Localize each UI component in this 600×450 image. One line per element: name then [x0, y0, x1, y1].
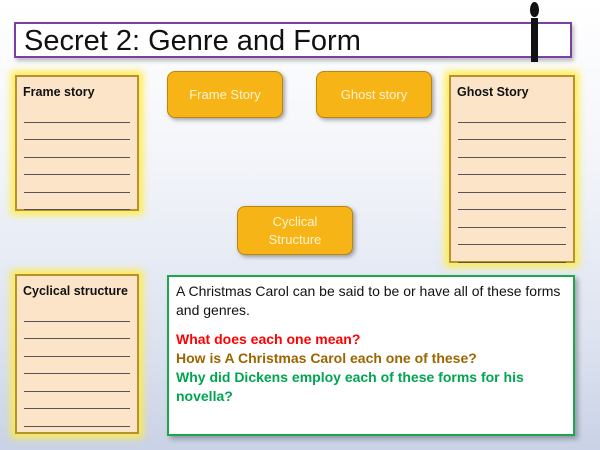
writing-line	[458, 245, 566, 263]
writing-lines	[24, 304, 130, 427]
info-box: A Christmas Carol can be said to be or h…	[167, 275, 575, 436]
writing-line	[458, 228, 566, 245]
writing-line	[24, 158, 130, 175]
writing-line	[24, 392, 130, 409]
question-meaning: What does each one mean?	[176, 331, 361, 347]
writing-line	[458, 193, 566, 210]
pill-frame-story: Frame Story	[167, 71, 283, 118]
writing-line	[24, 374, 130, 392]
writing-lines	[24, 105, 130, 210]
info-intro: A Christmas Carol can be said to be or h…	[176, 283, 561, 318]
question-how: How is A Christmas Carol each one of the…	[176, 350, 477, 366]
pill-cyclical-structure: Cyclical Structure	[237, 206, 353, 255]
writing-line	[458, 140, 566, 158]
note-heading-ghost-story: Ghost Story	[457, 85, 529, 99]
pill-ghost-story: Ghost story	[316, 71, 432, 118]
title-bar: Secret 2: Genre and Form	[14, 22, 572, 58]
writing-line	[458, 210, 566, 228]
question-why: Why did Dickens employ each of these for…	[176, 369, 524, 404]
writing-line	[458, 105, 566, 123]
note-box-cyclical-structure: Cyclical structure	[15, 274, 139, 434]
writing-line	[24, 322, 130, 339]
note-heading-frame-story: Frame story	[23, 85, 95, 99]
writing-line	[24, 193, 130, 210]
writing-lines	[458, 105, 566, 263]
candle-body	[531, 18, 538, 62]
writing-line	[458, 175, 566, 193]
writing-line	[24, 409, 130, 427]
writing-line	[24, 357, 130, 374]
slide-title: Secret 2: Genre and Form	[24, 25, 361, 57]
candle-flame	[530, 2, 539, 17]
writing-line	[24, 140, 130, 158]
note-box-ghost-story: Ghost Story	[449, 75, 575, 263]
note-heading-cyclical-structure: Cyclical structure	[23, 284, 128, 298]
writing-line	[458, 158, 566, 175]
writing-line	[24, 304, 130, 322]
writing-line	[24, 175, 130, 193]
writing-line	[458, 123, 566, 140]
note-box-frame-story: Frame story	[15, 75, 139, 211]
writing-line	[24, 339, 130, 357]
writing-line	[24, 123, 130, 140]
writing-line	[24, 105, 130, 123]
